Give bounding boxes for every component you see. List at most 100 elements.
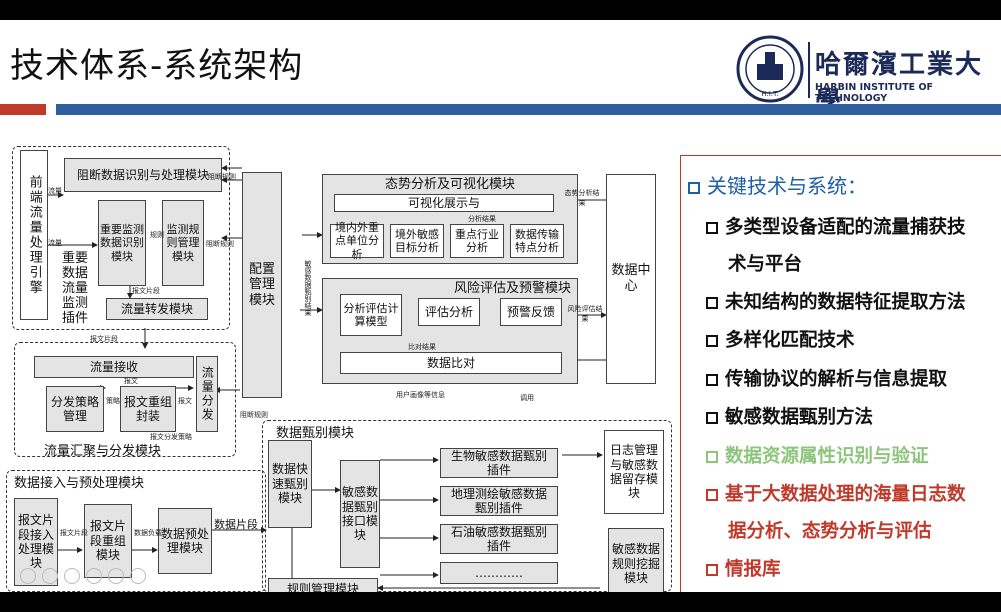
box-qianduan: 前端流量处理引擎 (20, 150, 48, 320)
group-huiju (14, 342, 236, 457)
box-yuchuli: 数据预处理模块 (158, 508, 212, 574)
pen-icon[interactable] (64, 568, 80, 584)
group-jieru (6, 470, 266, 592)
box-baowen-chongzu: 报文重组封装 (120, 386, 176, 432)
edge-shuju-pianduan: 数据片段 (214, 518, 258, 531)
box-jiance-guize: 监测规则管理模块 (162, 200, 204, 286)
edge-guize: 规则 (150, 231, 164, 239)
panel-item-7-cont: 据分析、态势分析与评估 (728, 521, 932, 542)
hit-seal-icon: H.I.T. (736, 35, 804, 103)
panel-item-6: 数据资源属性识别与验证 (706, 442, 929, 468)
diagram-connectors (47, 165, 607, 591)
panel-item-8: 情报库 (706, 555, 781, 581)
box-baowen-chongzu2: 报文片段重组模块 (84, 504, 132, 578)
box-guize-wajue: 敏感数据规则挖掘模块 (608, 528, 664, 592)
label-zhenbie-title: 数据甄别模块 (276, 426, 355, 441)
label-jieru-title: 数据接入与预处理模块 (14, 476, 145, 491)
box-plugin-bio: 生物敏感数据甄别插件 (440, 448, 558, 478)
edge-zuduan-guize2: 阻断规则 (206, 240, 234, 248)
box-keshihua: 可视化展示与 (334, 194, 554, 212)
box-jingnei: 境内外重点单位分析 (330, 221, 384, 261)
edge-baowen-pianduan2: 报文片段 (90, 335, 118, 343)
edge-liuliang: 流量 (48, 187, 62, 195)
prev-icon[interactable] (20, 568, 36, 584)
edge-baowen: 报文 (124, 377, 138, 385)
box-plugin-oil: 石油敏感数据甄别插件 (440, 524, 558, 554)
edge-bidui-jieguo: 比对结果 (408, 343, 436, 351)
box-guize-guanli: 规则管理模块 (268, 578, 378, 592)
box-pinggu-fenxi: 评估分析 (418, 298, 480, 326)
header-bar-red (0, 104, 46, 115)
more-icon[interactable] (130, 568, 146, 584)
next-icon[interactable] (42, 568, 58, 584)
box-yujing: 预警反馈 (500, 298, 562, 326)
edge-zuduan-guize3: 阻断规则 (240, 411, 268, 419)
panel-heading: 关键技术与系统： (688, 170, 867, 199)
logo-text-en: HARBIN INSTITUTE OF TECHNOLOGY (815, 82, 934, 104)
architecture-diagram: 前端流量处理引擎 阻断数据识别与处理模块 重要监测数据识别模块 监测规则管理模块… (0, 120, 672, 592)
zoom-icon[interactable] (108, 568, 124, 584)
panel-item-1: 多类型设备适配的流量捕获技 (706, 213, 966, 239)
svg-text:H.I.T.: H.I.T. (761, 90, 778, 98)
edge-baowen-pianduan3: 报文片段 (60, 529, 88, 537)
checkbox-icon (688, 182, 700, 194)
box-liuliang-jieshou: 流量接收 (34, 356, 194, 378)
edge-liuliang2: 流量 (48, 239, 62, 247)
hit-logo: H.I.T. 哈爾濱工業大學 HARBIN INSTITUTE OF TECHN… (735, 34, 995, 117)
label-huiju-title: 流量汇聚与分发模块 (44, 444, 162, 459)
edge-baowen-pianduan: 报文片段 (132, 287, 160, 295)
box-shuju-zhongxin: 数据中心 (606, 174, 656, 384)
box-liuliang-zhuanfa: 流量转发模块 (106, 298, 208, 320)
box-shuju-bidui: 数据比对 (340, 352, 562, 374)
edge-fengxian-jieguo: 风险评估结果 (567, 305, 603, 323)
checkbox-icon (706, 412, 718, 424)
key-tech-panel (680, 155, 1001, 592)
box-peizhi: 配置管理模块 (242, 172, 282, 398)
checkbox-icon (706, 564, 718, 576)
label-fengxian-title: 风险评估及预警模块 (453, 281, 571, 296)
panel-item-4: 传输协议的解析与信息提取 (706, 365, 947, 391)
box-jingwai-mingan: 境外敏感目标分析 (390, 224, 444, 258)
edge-zuduan-guize: 阻断规则 (208, 173, 236, 181)
edge-shuju-fuzai: 数据负载 (134, 529, 162, 537)
panel-item-5: 敏感数据甄别方法 (706, 403, 873, 429)
slide-controls[interactable] (20, 568, 152, 587)
header-bar-blue (56, 104, 1001, 115)
slide: 技术体系-系统架构 H.I.T. 哈爾濱工業大學 HARBIN INSTITUT… (0, 20, 1001, 592)
label-taishi-title: 态势分析及可视化模块 (384, 177, 515, 192)
box-shuju-chuanshu: 数据传输特点分析 (510, 224, 564, 258)
edge-baowen2: 报文 (178, 397, 192, 405)
box-zhongdian-hangye: 重点行业分析 (450, 224, 504, 258)
checkbox-icon (706, 297, 718, 309)
slides-icon[interactable] (86, 568, 102, 584)
box-plugin-geo: 地理测绘敏感数据甄别插件 (440, 486, 558, 516)
panel-item-3: 多样化匹配技术 (706, 326, 855, 352)
edge-baowen-fenfa: 报文分发策略 (150, 433, 192, 441)
checkbox-icon (706, 489, 718, 501)
box-rizhi: 日志管理与敏感数据留存模块 (604, 430, 664, 514)
panel-item-1-cont: 术与平台 (728, 254, 803, 275)
box-zuduan: 阻断数据识别与处理模块 (64, 158, 222, 192)
edge-fenxi-jieguo: 分析结果 (468, 215, 496, 223)
box-mingan-jiekou: 敏感数据甄别接口模块 (340, 460, 380, 568)
checkbox-icon (706, 451, 718, 463)
edge-diaoyong: 调用 (520, 394, 534, 402)
checkbox-icon (706, 374, 718, 386)
panel-item-7: 基于大数据处理的海量日志数 (706, 480, 966, 506)
box-plugin-more: ………… (440, 562, 558, 584)
checkbox-icon (706, 222, 718, 234)
checkbox-icon (706, 335, 718, 347)
panel-item-2: 未知结构的数据特征提取方法 (706, 288, 966, 314)
edge-yonghu-huaxiang: 用户画像等信息 (396, 391, 445, 399)
edge-mingan-jieguo: 敏感数据甄别结果 (304, 260, 312, 316)
box-baowen-jieru: 报文片段接入处理模块 (14, 498, 58, 586)
box-zhongyao-jiance: 重要监测数据识别模块 (98, 200, 146, 286)
label-zhongyao-plugin: 重要数据流量监测插件 (62, 251, 89, 326)
edge-taishi-jieguo: 态势分析结果 (564, 189, 600, 207)
box-liuliang-fenfa: 流量分发 (196, 356, 218, 432)
slide-title: 技术体系-系统架构 (10, 46, 304, 86)
edge-celue: 策略 (106, 397, 120, 405)
group-zhenbie (262, 420, 672, 592)
box-kuaisu: 数据快速甄别模块 (268, 440, 312, 528)
box-fenfa-celue: 分发策略管理 (46, 386, 104, 432)
